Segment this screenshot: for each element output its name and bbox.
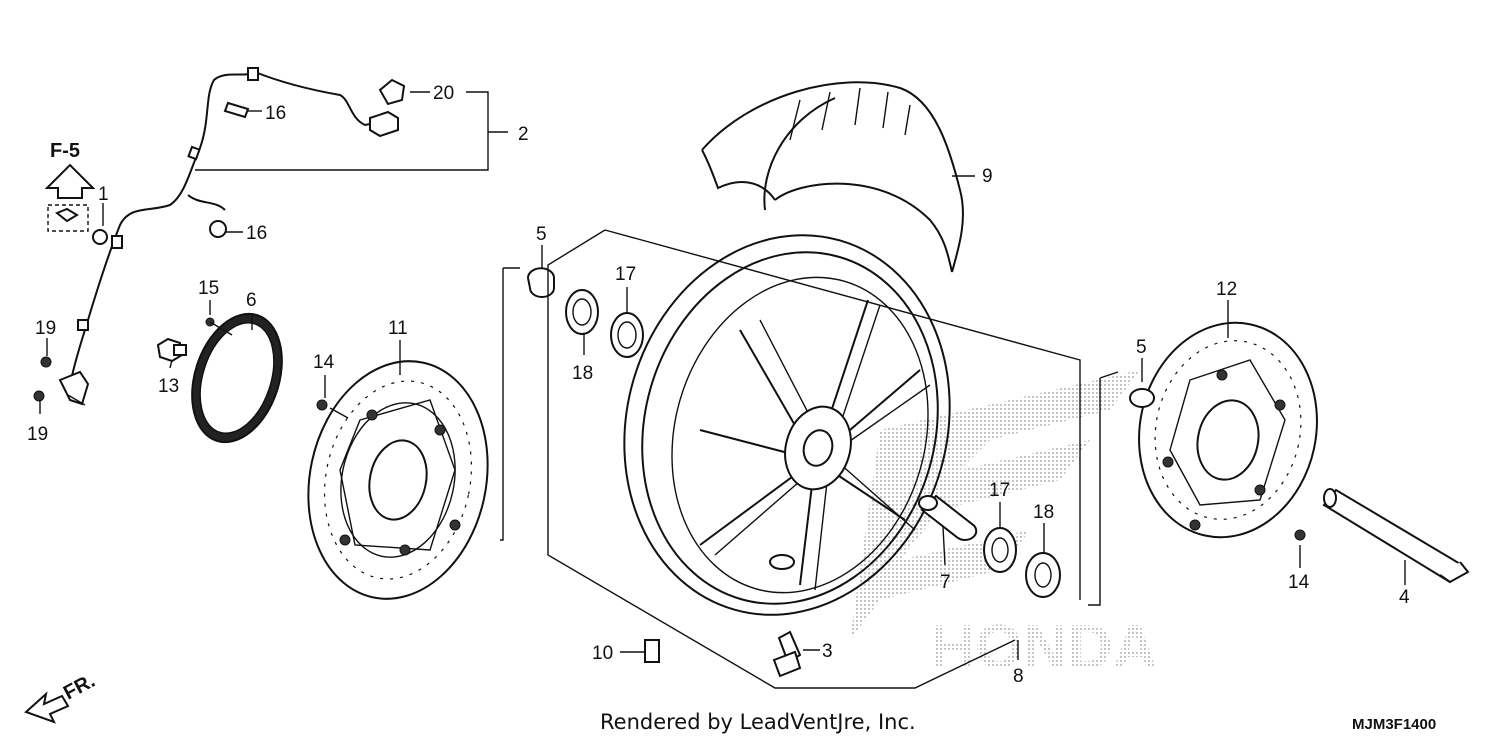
valve-3 <box>772 630 802 678</box>
section-reference: F-5 <box>44 140 108 245</box>
bearing-17-right <box>983 527 1017 573</box>
bracket-20 <box>378 78 406 106</box>
callout-17-right: 17 <box>989 480 1010 501</box>
callout-2: 2 <box>518 124 529 145</box>
bolt-13 <box>156 337 187 363</box>
bearing-17-left <box>610 312 644 358</box>
callout-15: 15 <box>198 278 219 299</box>
front-direction-arrow: FR. <box>24 670 99 724</box>
callout-17-left: 17 <box>615 264 636 285</box>
direction-label: FR. <box>60 670 99 705</box>
bolt-19-lower <box>33 390 45 402</box>
tire-9 <box>701 81 964 273</box>
brake-disc-12 <box>1138 321 1318 539</box>
assembly-outline <box>195 91 1119 689</box>
pulser-ring-6 <box>191 312 283 444</box>
collar-7 <box>918 494 978 541</box>
spacer-5-left <box>526 267 555 298</box>
callout-1: 1 <box>98 184 109 205</box>
callout-10: 10 <box>592 643 613 664</box>
callout-3: 3 <box>822 641 833 662</box>
callout-20: 20 <box>433 83 454 104</box>
bolt-14-left <box>316 399 328 411</box>
callout-4: 4 <box>1399 587 1410 608</box>
abs-sensor-harness <box>58 67 399 406</box>
credit-text: Rendered by LeadVentJre, Inc. <box>600 710 916 734</box>
bolt-19-upper <box>40 356 52 368</box>
honda-watermark: HONDA <box>850 370 1157 682</box>
callout-18-right: 18 <box>1033 502 1054 523</box>
watermark-text: HONDA <box>930 613 1157 682</box>
callout-5-left: 5 <box>536 224 547 245</box>
bolt-14-right <box>1294 529 1306 541</box>
callout-9: 9 <box>982 166 993 187</box>
callout-16-upper: 16 <box>265 103 286 124</box>
callout-8: 8 <box>1013 666 1024 687</box>
diagram-code: MJM3F1400 <box>1352 716 1437 733</box>
brake-disc-11 <box>307 360 489 600</box>
bearing-18-left <box>565 289 599 335</box>
callout-14-right: 14 <box>1288 572 1310 593</box>
leader-lines <box>39 91 1406 660</box>
axle-4 <box>1322 488 1470 584</box>
clip-16-lower <box>209 220 227 238</box>
callout-13: 13 <box>158 376 179 397</box>
section-ref-label: F-5 <box>50 140 80 162</box>
clip-16-upper <box>223 101 250 119</box>
bearing-18-right <box>1025 552 1061 598</box>
callout-12: 12 <box>1216 279 1237 300</box>
callout-19-upper: 19 <box>35 318 56 339</box>
wheel-8 <box>623 234 951 616</box>
callout-14-left: 14 <box>313 352 335 373</box>
callout-6: 6 <box>246 290 257 311</box>
spacer-5-right <box>1129 388 1155 408</box>
callout-16-lower: 16 <box>246 223 267 244</box>
callout-7: 7 <box>940 572 951 593</box>
callout-5-right: 5 <box>1136 337 1147 358</box>
callout-19-lower: 19 <box>27 424 48 445</box>
balance-weight-10 <box>644 639 660 663</box>
callout-18-left: 18 <box>572 363 593 384</box>
callout-11: 11 <box>388 318 408 339</box>
